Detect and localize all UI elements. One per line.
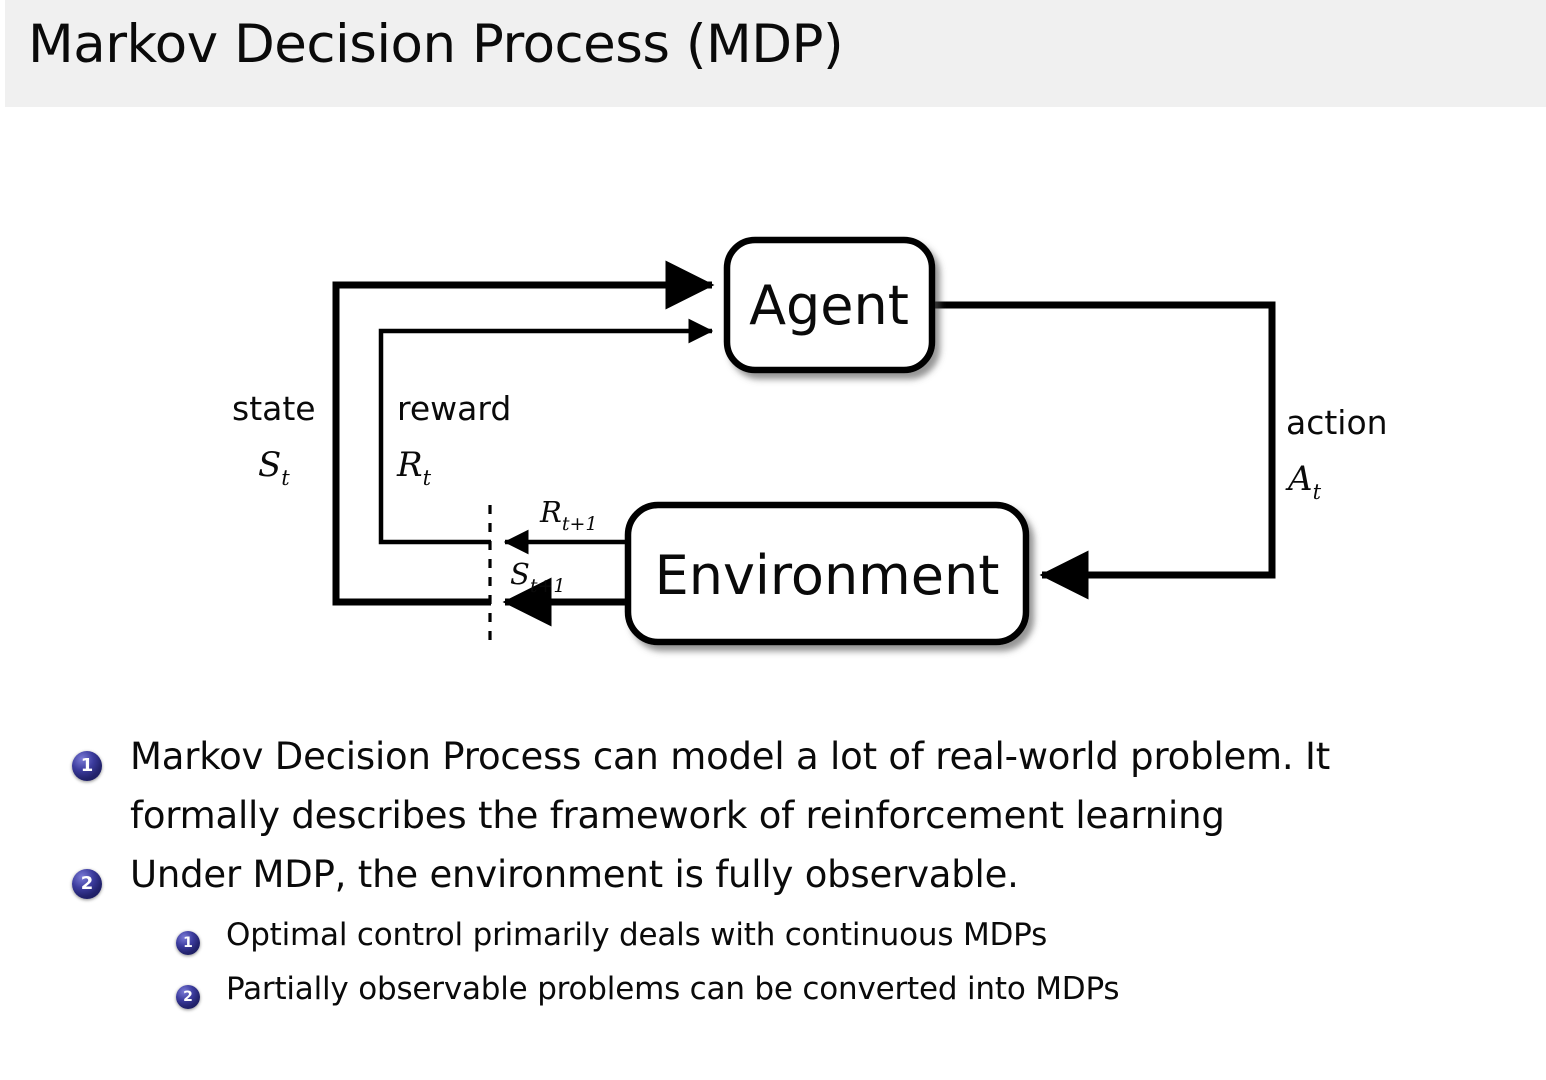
- header-left-edge-strip: [0, 0, 5, 107]
- list-item: 2 Partially observable problems can be c…: [0, 971, 1546, 1025]
- list-item-text-line: formally describes the framework of rein…: [130, 794, 1225, 837]
- state-feedback-path: [332, 260, 715, 606]
- list-item-text-line: Under MDP, the environment is fully obse…: [130, 853, 1019, 896]
- sub-bullet-badge-2: 2: [176, 985, 200, 1009]
- reward-label-symbol: Rt: [396, 445, 432, 490]
- agent-node-label: Agent: [749, 274, 909, 337]
- environment-node: [624, 501, 1030, 646]
- list-item-text-line: Optimal control primarily deals with con…: [226, 917, 1048, 953]
- list-item-text-line: Partially observable problems can be con…: [226, 971, 1120, 1007]
- bullet-list: 1 Markov Decision Process can model a lo…: [0, 735, 1546, 1025]
- environment-node-label: Environment: [655, 544, 1000, 607]
- action-label-symbol: At: [1285, 459, 1322, 504]
- slide-header-bar: Markov Decision Process (MDP): [0, 0, 1546, 107]
- agent-node: [723, 236, 936, 374]
- action-path: [932, 301, 1276, 600]
- list-item: 1 Optimal control primarily deals with c…: [0, 917, 1546, 971]
- list-item: 1 Markov Decision Process can model a lo…: [0, 735, 1546, 853]
- list-item: 2 Under MDP, the environment is fully ob…: [0, 853, 1546, 917]
- action-label-word: action: [1286, 403, 1388, 442]
- reward-feedback-path: [378, 318, 714, 545]
- state-label-symbol: St: [258, 445, 290, 490]
- mdp-diagram: Agent Environment state St reward Rt act…: [0, 107, 1546, 707]
- reward-label-word: reward: [397, 389, 511, 428]
- state-label-word: state: [232, 389, 316, 428]
- list-item-text-line: Markov Decision Process can model a lot …: [130, 735, 1330, 778]
- sub-bullet-badge-1: 1: [176, 931, 200, 955]
- reward-next-label: Rt+1: [539, 495, 598, 535]
- bullet-badge-1: 1: [72, 751, 102, 781]
- page-title: Markov Decision Process (MDP): [28, 14, 844, 75]
- bullet-badge-2: 2: [72, 869, 102, 899]
- state-next-label: St+1: [510, 557, 566, 597]
